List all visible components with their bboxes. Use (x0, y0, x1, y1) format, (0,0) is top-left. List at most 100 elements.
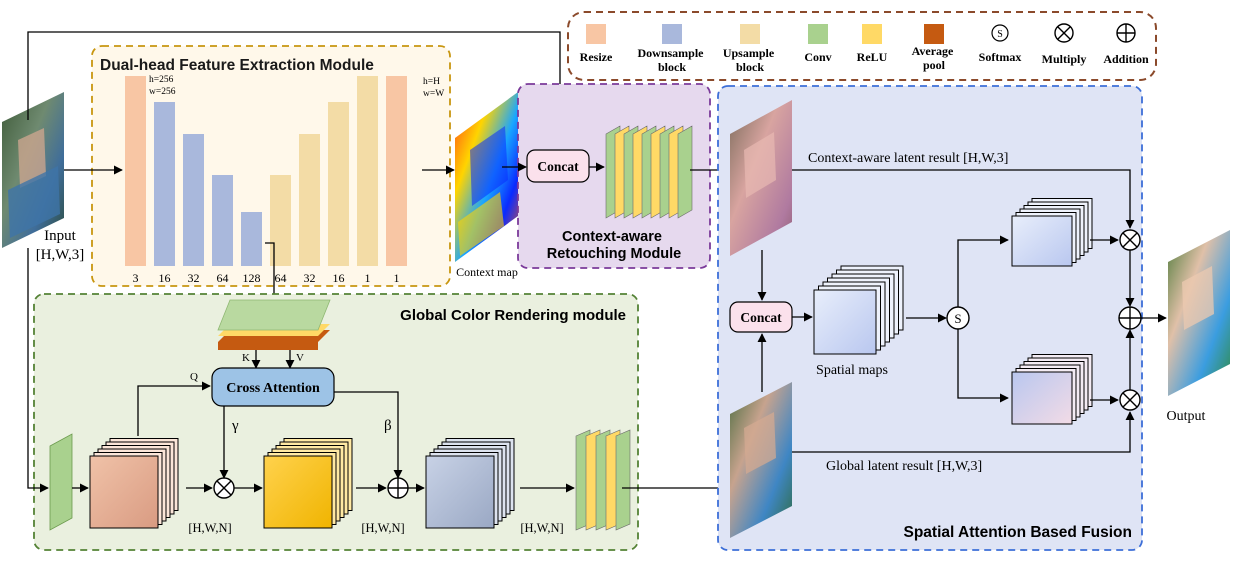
feature-stack-blue (425, 438, 515, 529)
arrow-q (137, 381, 211, 436)
feature-bar (270, 175, 291, 266)
kv-feature-block (217, 299, 331, 350)
feature-bar-label: 32 (188, 271, 200, 285)
legend-label-softmax: Softmax (979, 50, 1022, 64)
feature-bar-label: 32 (304, 271, 316, 285)
feature-bar (299, 134, 320, 266)
softmax-node: S (946, 306, 970, 330)
addition-node-fusion (1118, 306, 1142, 330)
feature-bar-label: 3 (133, 271, 139, 285)
addition-icon (1116, 23, 1136, 43)
legend-label-multiply: Multiply (1042, 52, 1087, 66)
multiply-icon (1054, 23, 1074, 43)
softmax-node-letter: S (954, 311, 961, 326)
size-label-low-line1: h=256 (149, 75, 174, 85)
feature-map-layer (1011, 371, 1073, 425)
softmax-icon-letter: S (997, 29, 1003, 40)
feature-bar (386, 76, 407, 266)
feature-stack-pink (89, 438, 179, 529)
feature-bar-label: 16 (333, 271, 345, 285)
retouch-conv-stack (605, 125, 693, 219)
output-label: Output (1167, 409, 1206, 424)
output-image (1168, 230, 1230, 396)
context-map-label: Context map (456, 265, 518, 279)
feature-map-layer (425, 455, 495, 529)
legend-label-avgpool: Average pool (912, 44, 957, 72)
feature-bar (154, 102, 175, 266)
arrow-context-latent-to-multiply (792, 169, 1135, 229)
retouch-title-line1: Context-aware (562, 229, 662, 245)
shape-label-2: [H,W,N] (361, 521, 404, 535)
arrow-input-to-global (27, 248, 49, 493)
size-label-high-line1: h=H (423, 77, 440, 87)
addition-node-global (387, 477, 409, 499)
legend-label-avgpool-line2: pool (923, 58, 946, 72)
global-result-image (730, 382, 792, 538)
arrow-bottleneck-to-kv (265, 242, 279, 303)
arrow-softmax-to-top-map (957, 235, 1009, 307)
fusion-concat-label: Concat (740, 310, 782, 325)
conv-layer (677, 125, 693, 219)
legend-label-upsample: Upsample block (723, 46, 777, 74)
gamma-label: γ (231, 418, 239, 434)
cross-attention-label: Cross Attention (226, 381, 320, 396)
input-label: Input (44, 228, 76, 244)
retouch-concat-button[interactable] (526, 149, 590, 183)
cross-attention-button[interactable] (211, 367, 335, 407)
global-input-conv (49, 433, 73, 531)
input-image (2, 92, 64, 248)
retouch-module-title: Context-aware Retouching Module (547, 229, 682, 262)
input-shape-label: [H,W,3] (36, 247, 85, 263)
feature-map-layer (89, 455, 159, 529)
feature-bar (241, 212, 262, 266)
context-latent-label: Context-aware latent result [H,W,3] (808, 151, 1008, 166)
v-label: V (296, 352, 304, 364)
feature-stack-yellow (263, 438, 353, 529)
feature-map-layer (263, 455, 333, 529)
legend: Resize Downsample block Upsample block C… (567, 11, 1157, 81)
spatial-maps-label: Spatial maps (816, 363, 888, 378)
global-output-conv-stack (575, 429, 631, 531)
legend-label-upsample-line1: Upsample (723, 46, 775, 60)
fusion-module-title: Spatial Attention Based Fusion (904, 524, 1133, 541)
legend-swatch-downsample (662, 24, 682, 44)
arrow-softmax-to-bottom-map (957, 329, 1009, 403)
multiply-node-global (213, 477, 235, 499)
size-label-low-line2: w=256 (149, 87, 176, 97)
legend-swatch-resize (586, 24, 606, 44)
legend-label-relu: ReLU (857, 50, 888, 64)
context-map (455, 92, 518, 262)
size-label-high: h=H w=W (423, 77, 444, 99)
arrow-beta (334, 391, 403, 479)
legend-label-downsample-line1: Downsample (637, 46, 704, 60)
shape-label-1: [H,W,N] (188, 521, 231, 535)
feature-bar-label: 64 (275, 271, 287, 285)
conv-layer (615, 429, 631, 531)
feature-bar (125, 76, 146, 266)
legend-swatch-upsample (740, 24, 760, 44)
spatial-maps-stack (813, 265, 904, 355)
k-label: K (242, 352, 250, 364)
feature-bar-label: 1 (365, 271, 371, 285)
feature-bar-label: 1 (394, 271, 400, 285)
legend-label-resize: Resize (580, 50, 613, 64)
legend-label-downsample: Downsample block (637, 46, 706, 74)
legend-label-addition: Addition (1103, 52, 1149, 66)
legend-swatch-avgpool (924, 24, 944, 44)
feature-bar-label: 128 (243, 271, 261, 285)
multiply-node-bottom (1119, 389, 1141, 411)
legend-swatch-conv (808, 24, 828, 44)
legend-label-downsample-line2: block (658, 60, 686, 74)
feature-bar-label: 64 (217, 271, 229, 285)
feature-bar-label: 16 (159, 271, 171, 285)
global-latent-label: Global latent result [H,W,3] (826, 459, 982, 474)
feature-bar (212, 175, 233, 266)
legend-label-upsample-line2: block (736, 60, 764, 74)
legend-label-conv: Conv (804, 50, 831, 64)
attention-map-bottom-stack (1011, 354, 1093, 425)
retouch-concat-label: Concat (537, 159, 579, 174)
global-module-title: Global Color Rendering module (400, 307, 626, 324)
retouch-title-line2: Retouching Module (547, 246, 682, 262)
